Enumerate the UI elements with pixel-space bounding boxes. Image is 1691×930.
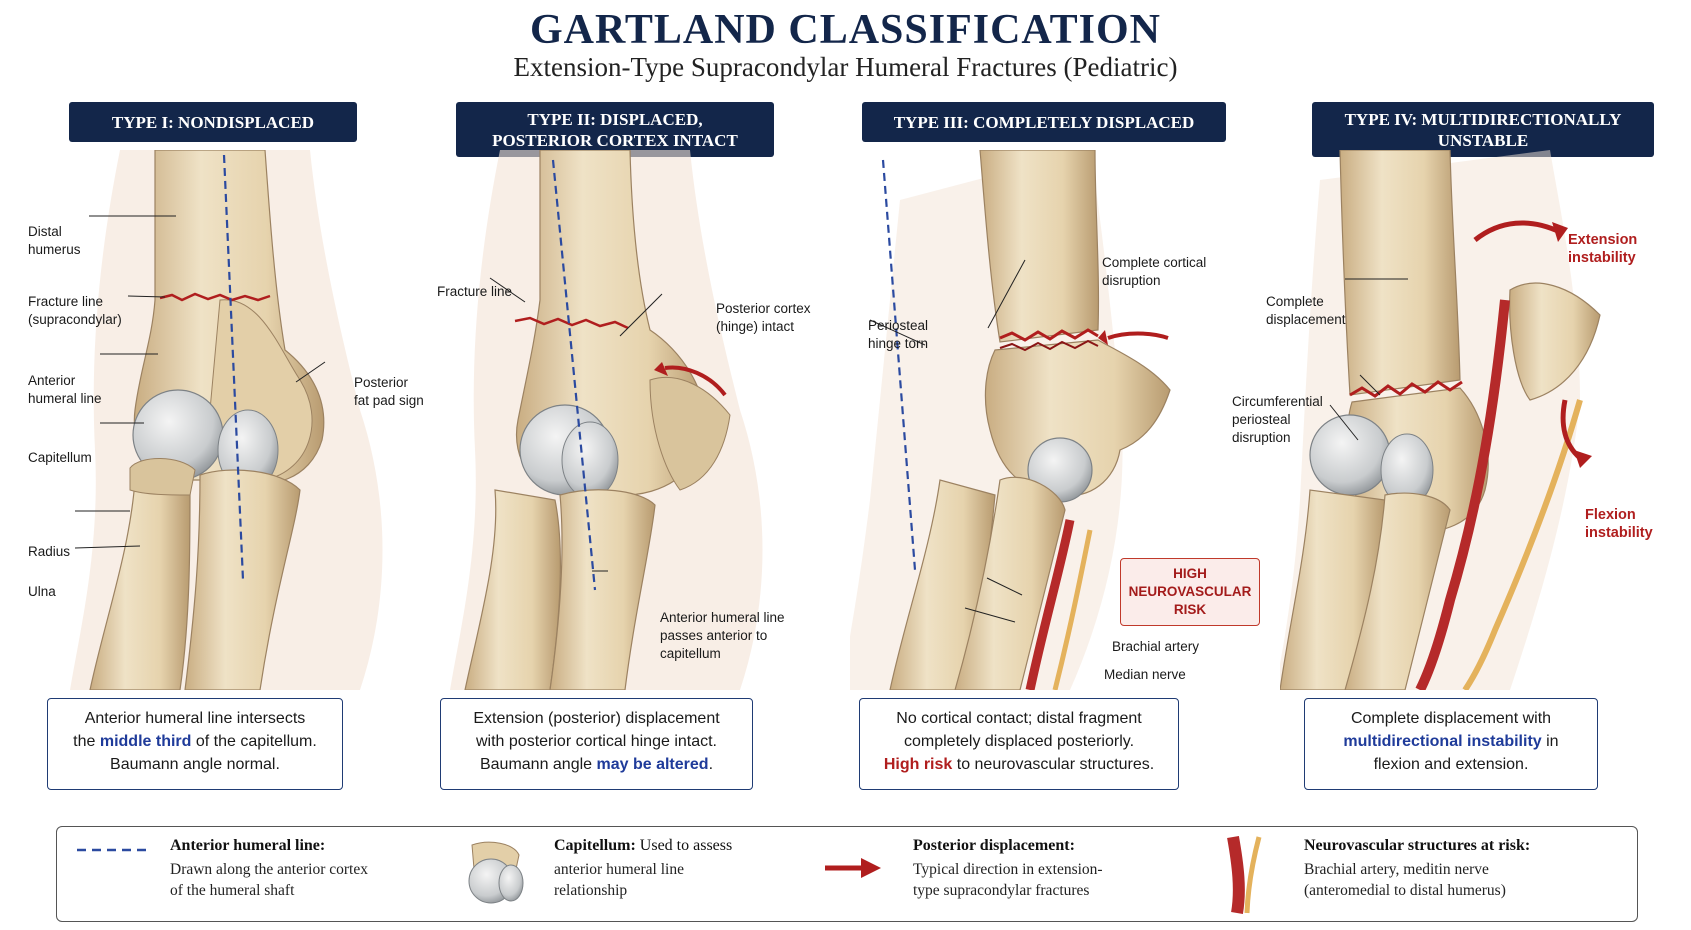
red-arrow-icon <box>825 858 881 878</box>
high-risk-badge: HIGH NEUROVASCULAR RISK <box>1120 558 1260 626</box>
neurovascular-icon <box>1227 835 1262 915</box>
legend-1-text: Drawn along the anterior cortex of the h… <box>170 861 368 899</box>
type-3-header: TYPE III: COMPLETELY DISPLACED <box>862 102 1226 142</box>
type-2-illustration <box>450 150 763 690</box>
legend-1-title: Anterior humeral line: <box>170 837 326 854</box>
type-1-header-text: TYPE I: NONDISPLACED <box>111 112 315 132</box>
type-2-header-line1: TYPE II: DISPLACED, <box>527 109 703 129</box>
displacement-arrow <box>664 365 727 397</box>
anterior-humeral-line <box>551 159 597 591</box>
type-3-header-text: TYPE III: COMPLETELY DISPLACED <box>893 112 1195 132</box>
anterior-humeral-line <box>222 154 245 581</box>
brachial-artery-shape <box>1025 519 1075 690</box>
page-title: GARTLAND CLASSIFICATION <box>529 7 1161 53</box>
displacement-arrow <box>1107 331 1169 340</box>
label-distal-humerus: Distal humerus <box>28 224 81 257</box>
fracture-line <box>159 292 271 302</box>
label-anterior-humeral-line: Anterior humeral line <box>28 373 102 406</box>
type-2-header: TYPE II: DISPLACED, POSTERIOR CORTEX INT… <box>456 102 774 157</box>
fracture-line <box>514 316 629 330</box>
label-complete-displacement: Complete displacement <box>1266 294 1346 327</box>
label-capitellum: Capitellum <box>28 450 92 465</box>
type-4-description: Complete displacement with multidirectio… <box>1304 698 1598 790</box>
type-4-header: TYPE IV: MULTIDIRECTIONALLY UNSTABLE <box>1312 102 1654 157</box>
type-1-illustration <box>70 150 383 690</box>
type-3-description: No cortical contact; distal fragment com… <box>859 698 1179 790</box>
label-extension-instability: Extension instability <box>1568 232 1638 266</box>
type-4-header-line1: TYPE IV: MULTIDIRECTIONALLY <box>1344 109 1622 129</box>
anterior-humeral-line <box>881 159 917 571</box>
label-periosteal-hinge: Periosteal hinge torn <box>868 318 929 351</box>
brachial-artery-shape <box>1415 299 1510 690</box>
legend-4-title: Neurovascular structures at risk: <box>1304 837 1531 854</box>
label-fracture-line: Fracture line (supracondylar) <box>28 294 122 327</box>
capitellum-icon <box>468 841 524 904</box>
label-anterior-line-note: Anterior humeral line passes anterior to… <box>660 610 785 661</box>
legend-3-title: Posterior displacement: <box>913 837 1075 854</box>
dashed-line-icon <box>77 848 147 852</box>
label-posterior-cortex: Posterior cortex (hinge) intact <box>716 301 811 334</box>
label-posterior-fat-pad: Posterior fat pad sign <box>354 375 424 408</box>
label-brachial-artery: Brachial artery <box>1112 639 1200 654</box>
type-4-header-line2: UNSTABLE <box>1437 130 1529 150</box>
label-median-nerve: Median nerve <box>1104 667 1186 682</box>
type-4-illustration <box>1280 150 1601 690</box>
legend-4-text: Brachial artery, meditin nerve (anterome… <box>1304 861 1506 899</box>
page-subtitle: Extension-Type Supracondylar Humeral Fra… <box>513 52 1178 82</box>
type-1-description: Anterior humeral line intersects the mid… <box>47 698 343 790</box>
median-nerve-shape <box>1052 529 1093 690</box>
type-3-illustration <box>850 150 1171 690</box>
label-radius: Radius <box>28 544 71 559</box>
legend-2-title: Capitellum: Used to assess <box>554 837 733 854</box>
fracture-line <box>1349 380 1463 398</box>
label-circumferential: Circumferential periosteal disruption <box>1232 394 1323 445</box>
label-flexion-instability: Flexion instability <box>1585 507 1653 541</box>
type-2-description: Extension (posterior) displacement with … <box>440 698 753 790</box>
legend-2-text: anterior humeral line relationship <box>554 861 684 899</box>
extension-arrow <box>1473 220 1562 242</box>
median-nerve-shape <box>1462 399 1583 690</box>
label-ulna: Ulna <box>28 584 56 599</box>
type-1-header: TYPE I: NONDISPLACED <box>69 102 357 142</box>
type-2-header-line2: POSTERIOR CORTEX INTACT <box>492 130 738 150</box>
fracture-line <box>999 328 1099 342</box>
legend-3-text: Typical direction in extension- type sup… <box>913 861 1103 899</box>
legend: Anterior humeral line: Drawn along the a… <box>56 826 1638 922</box>
label-fracture-line-2: Fracture line <box>437 284 513 299</box>
label-complete-cortical: Complete cortical disruption <box>1102 255 1207 288</box>
